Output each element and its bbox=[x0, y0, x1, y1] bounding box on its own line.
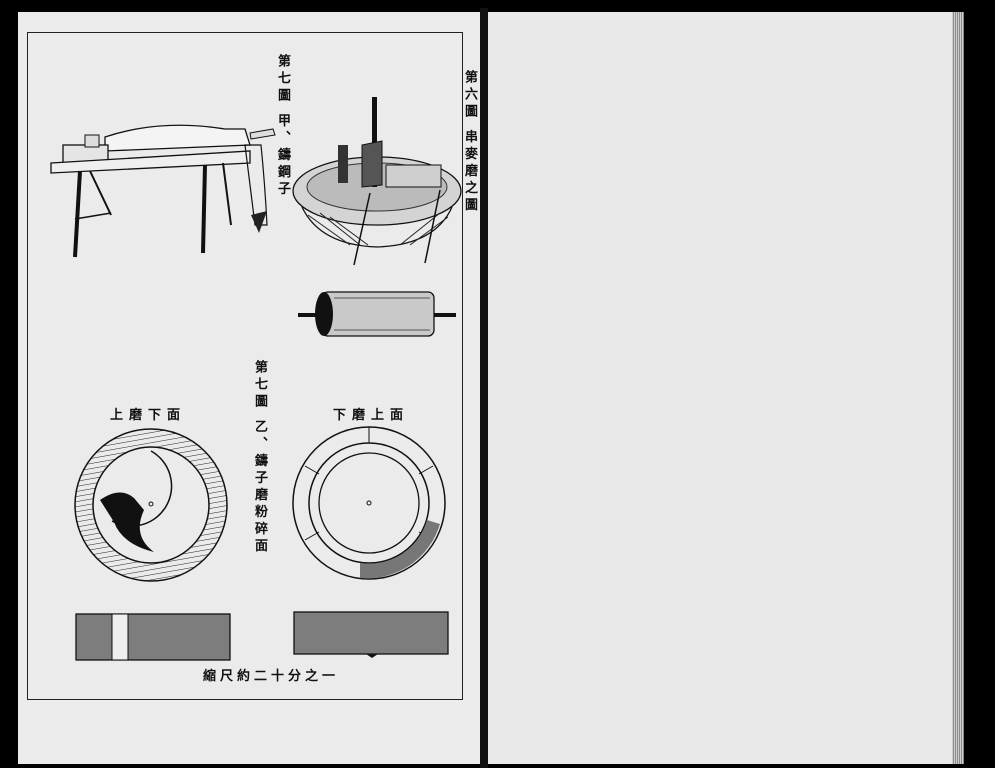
caption-fig6: 第六圖 串麥磨之圖 bbox=[462, 70, 477, 215]
roller-illustration bbox=[298, 291, 456, 337]
label-upper-stone: 下磨上面 bbox=[333, 408, 410, 423]
upper-stone-section bbox=[293, 611, 449, 658]
scale-note: 縮尺約二十分之一 bbox=[203, 669, 340, 684]
label-lower-stone: 上磨下面 bbox=[110, 408, 187, 423]
caption-fig7a: 第七圖 甲、鑄鋼子 bbox=[275, 54, 290, 199]
mill-illustration bbox=[292, 97, 462, 266]
book-spine bbox=[480, 8, 488, 768]
page-edges bbox=[952, 12, 964, 764]
upper-millstone-diagram bbox=[292, 426, 446, 580]
lower-millstone-diagram bbox=[74, 428, 228, 582]
lower-stone-section bbox=[75, 613, 231, 661]
workbench-illustration bbox=[50, 124, 276, 258]
caption-fig7b: 第七圖 乙、鑄子磨粉碎面 bbox=[252, 360, 267, 556]
illustration-frame bbox=[27, 32, 463, 700]
right-page-blank bbox=[488, 12, 958, 764]
